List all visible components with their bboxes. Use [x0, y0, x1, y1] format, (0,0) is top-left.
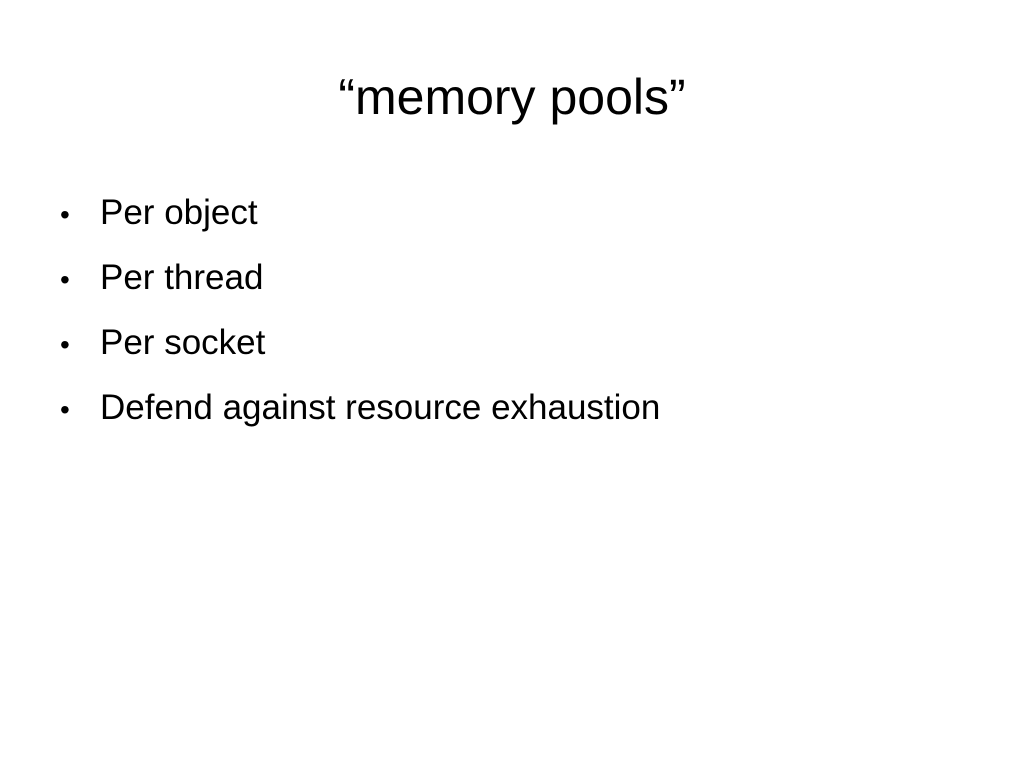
- bullet-text: Defend against resource exhaustion: [100, 388, 661, 427]
- list-item: • Per object: [60, 190, 660, 255]
- bullet-icon: •: [60, 394, 70, 425]
- bullet-icon: •: [60, 199, 70, 230]
- list-item: • Defend against resource exhaustion: [60, 385, 660, 450]
- list-item: • Per socket: [60, 320, 660, 385]
- bullet-text: Per object: [100, 193, 258, 232]
- bullet-text: Per thread: [100, 258, 264, 297]
- slide-title: “memory pools”: [338, 69, 686, 125]
- list-item: • Per thread: [60, 255, 660, 320]
- bullet-icon: •: [60, 264, 70, 295]
- bullet-text: Per socket: [100, 323, 266, 362]
- bullet-icon: •: [60, 329, 70, 360]
- bullet-list: • Per object • Per thread • Per socket •…: [60, 190, 660, 450]
